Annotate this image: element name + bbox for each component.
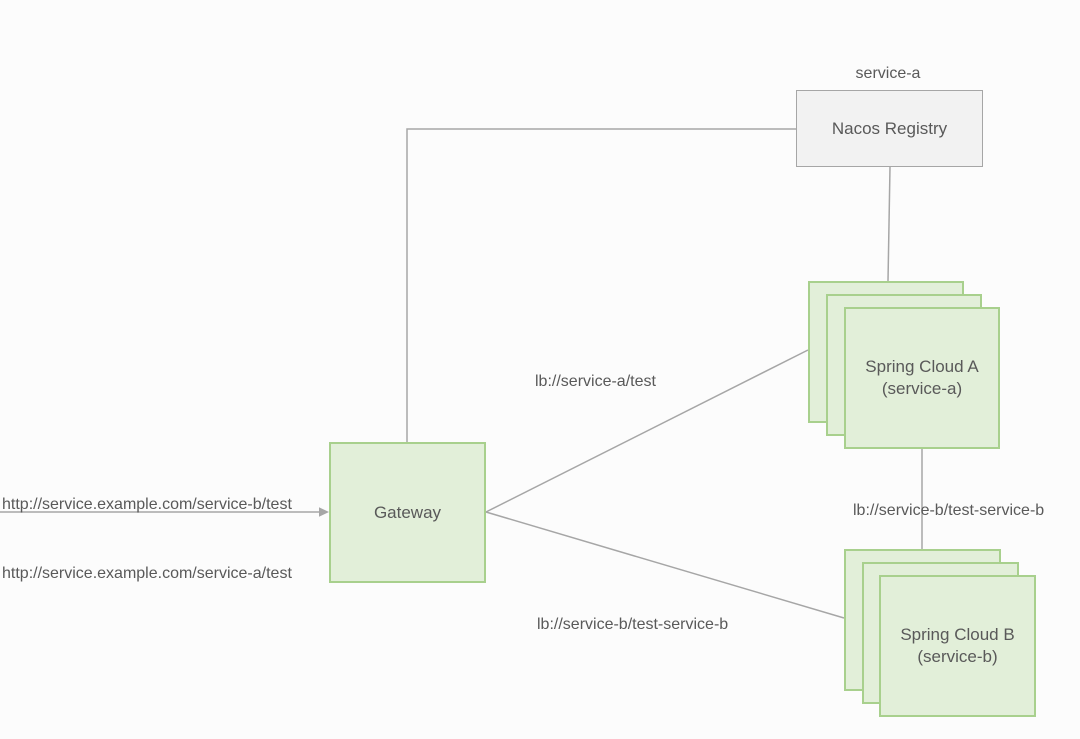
spring-cloud-a-title: Spring Cloud A (865, 357, 979, 376)
spring-cloud-b-title: Spring Cloud B (900, 625, 1015, 644)
lb-service-b-bottom-label: lb://service-b/test-service-b (537, 616, 729, 633)
registered-service-a-label: service-a (855, 65, 921, 82)
spring-cloud-b-stack: Spring Cloud B (service-b) (844, 549, 1038, 719)
lb-service-b-mid-label: lb://service-b/test-service-b (853, 502, 1045, 519)
edge-nacos-to-service-a (887, 166, 891, 282)
lb-service-a-label: lb://service-a/test (535, 373, 656, 390)
spring-cloud-b-node: Spring Cloud B (service-b) (879, 575, 1036, 717)
spring-cloud-a-node: Spring Cloud A (service-a) (844, 307, 1000, 449)
edge-gateway-to-service-a (485, 349, 809, 513)
nacos-registry-node: Nacos Registry (796, 90, 983, 167)
spring-cloud-a-stack: Spring Cloud A (service-a) (808, 281, 1002, 451)
spring-cloud-b-subtitle: (service-b) (917, 647, 998, 666)
gateway-node: Gateway (329, 442, 486, 583)
gateway-label: Gateway (373, 502, 442, 522)
nacos-registry-label: Nacos Registry (831, 118, 948, 138)
edge-gateway-to-nacos (406, 128, 796, 442)
spring-cloud-a-subtitle: (service-a) (881, 379, 963, 398)
edge-gateway-to-service-b (485, 511, 845, 619)
request-urls-label: http://service.example.com/service-b/tes… (2, 447, 292, 631)
request-url-service-a: http://service.example.com/service-a/tes… (2, 565, 292, 582)
arrowhead-request-to-gateway (319, 507, 329, 517)
request-url-service-b: http://service.example.com/service-b/tes… (2, 496, 292, 513)
